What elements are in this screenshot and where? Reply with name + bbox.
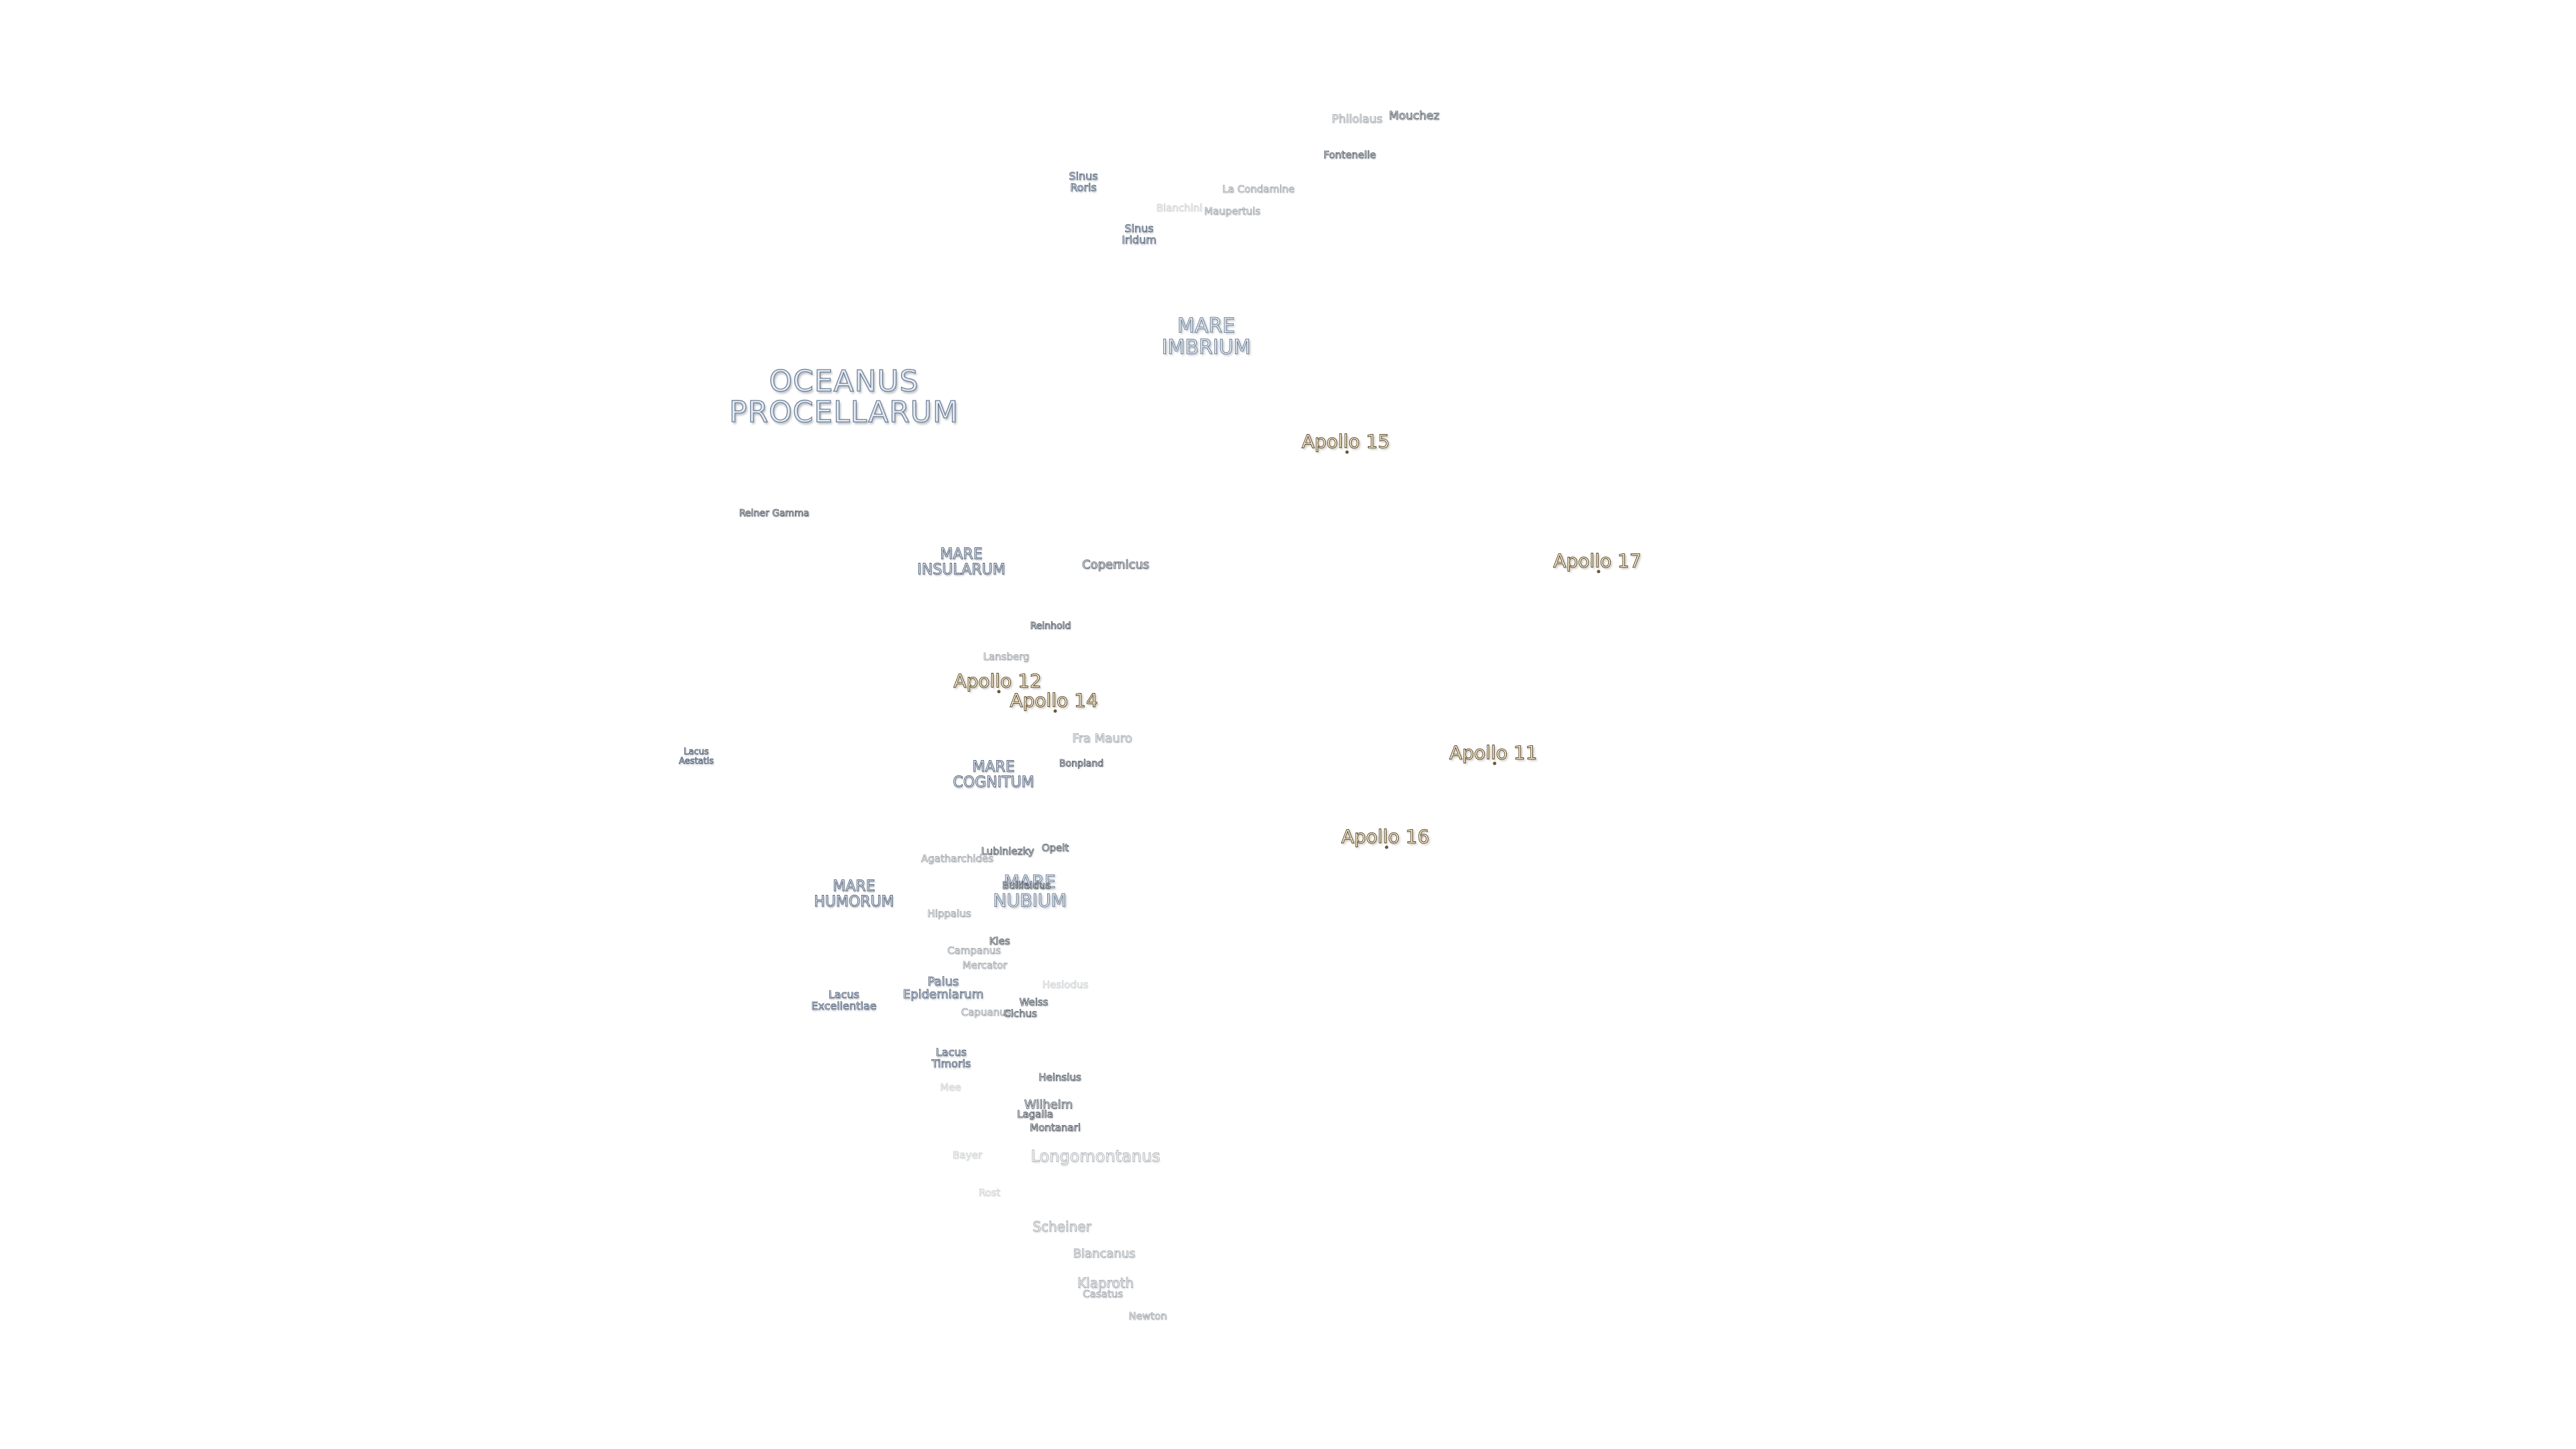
label-hesiodus[interactable]: Hesiodus	[1042, 979, 1089, 991]
label-line: MARE	[1177, 314, 1236, 338]
apollo-15-marker	[1345, 450, 1349, 454]
label-apollo-14[interactable]: Apollo 14	[1010, 689, 1098, 712]
apollo-17-marker	[1597, 570, 1601, 574]
label-opelt[interactable]: Opelt	[1041, 842, 1069, 855]
label-line: MARE	[1004, 871, 1057, 893]
label-reinhold[interactable]: Reinhold	[1030, 621, 1071, 632]
label-line: MARE	[833, 877, 875, 895]
apollo-16-marker	[1385, 845, 1389, 849]
label-line: OCEANUS	[769, 364, 919, 398]
label-sinus-iridum[interactable]: Sinus Iridum	[1122, 223, 1157, 246]
label-line: MARE	[940, 545, 983, 563]
label-blancanus[interactable]: Blancanus	[1073, 1246, 1136, 1261]
label-apollo-11[interactable]: Apollo 11	[1449, 741, 1538, 764]
label-lansberg[interactable]: Lansberg	[983, 651, 1030, 663]
label-line: PROCELLARUM	[729, 395, 959, 429]
label-line: Sinus	[1124, 222, 1154, 235]
label-scheiner[interactable]: Scheiner	[1032, 1218, 1091, 1235]
label-lacus-timoris[interactable]: Lacus Timoris	[931, 1046, 971, 1070]
label-klaproth[interactable]: Klaproth	[1077, 1275, 1134, 1291]
label-line: Epidemiarum	[902, 987, 984, 1002]
label-capuanus[interactable]: Capuanus	[961, 1006, 1012, 1019]
label-lacus-excellentiae[interactable]: Lacus Excellentiae	[811, 988, 877, 1012]
label-rost[interactable]: Rost	[978, 1187, 1001, 1199]
label-newton[interactable]: Newton	[1128, 1310, 1167, 1323]
label-copernicus[interactable]: Copernicus	[1081, 557, 1150, 572]
label-line: Excellentiae	[811, 1000, 877, 1012]
label-kies[interactable]: Kies	[989, 935, 1010, 948]
label-line: MARE	[972, 758, 1015, 775]
label-lubiniezky[interactable]: Lubiniezky	[981, 845, 1034, 858]
label-mare-nubium[interactable]: MARE NUBIUM	[993, 871, 1067, 912]
label-campanus[interactable]: Campanus	[947, 945, 1002, 957]
label-line: NUBIUM	[993, 891, 1067, 912]
label-fontenelle[interactable]: Fontenelle	[1323, 149, 1377, 162]
label-line: Iridum	[1122, 233, 1157, 246]
label-oceanus-procellarum[interactable]: OCEANUS PROCELLARUM	[729, 364, 959, 429]
label-line: INSULARUM	[917, 561, 1006, 578]
label-apollo-12[interactable]: Apollo 12	[953, 669, 1042, 692]
label-line: IMBRIUM	[1161, 335, 1251, 359]
label-line: Lacus	[684, 747, 709, 757]
label-mouchez[interactable]: Mouchez	[1389, 109, 1440, 123]
label-lagalla[interactable]: Lagalla	[1017, 1108, 1054, 1121]
label-lacus-aestatis[interactable]: Lacus Aestatis	[679, 747, 714, 766]
label-bianchini[interactable]: Bianchini	[1156, 202, 1203, 215]
label-mercator[interactable]: Mercator	[962, 959, 1008, 972]
label-palus-epidemiarum[interactable]: Palus Epidemiarum	[902, 975, 984, 1002]
label-heinsius[interactable]: Heinsius	[1038, 1071, 1081, 1084]
label-line: Sinus	[1069, 170, 1098, 183]
label-hippalus[interactable]: Hippalus	[927, 908, 971, 920]
label-reiner-gamma[interactable]: Reiner Gamma	[739, 508, 810, 519]
label-cichus[interactable]: Cichus	[1004, 1008, 1038, 1020]
label-apollo-15[interactable]: Apollo 15	[1301, 430, 1390, 453]
label-wilhelm[interactable]: Wilhelm	[1024, 1097, 1073, 1112]
label-line: COGNITUM	[953, 774, 1034, 791]
label-apollo-16[interactable]: Apollo 16	[1341, 825, 1430, 848]
label-weiss[interactable]: Weiss	[1019, 996, 1049, 1009]
label-philolaus[interactable]: Philolaus	[1332, 113, 1383, 127]
label-line: Roris	[1070, 181, 1097, 194]
label-mare-imbrium[interactable]: MARE IMBRIUM	[1161, 314, 1251, 359]
apollo-14-marker	[1053, 709, 1057, 713]
label-agatharchides[interactable]: Agatharchides	[921, 853, 994, 865]
label-mee[interactable]: Mee	[940, 1081, 961, 1094]
label-mare-insularum[interactable]: MARE INSULARUM	[917, 545, 1006, 578]
label-casatus[interactable]: Casatus	[1083, 1288, 1124, 1301]
label-fra-mauro[interactable]: Fra Mauro	[1072, 731, 1132, 746]
label-longomontanus[interactable]: Longomontanus	[1030, 1146, 1161, 1166]
label-line: Timoris	[931, 1057, 971, 1070]
label-bayer[interactable]: Bayer	[953, 1149, 983, 1162]
label-line: Lacus	[936, 1046, 967, 1059]
label-line: Palus	[927, 975, 959, 989]
label-line: HUMORUM	[814, 894, 894, 910]
label-apollo-17[interactable]: Apollo 17	[1553, 549, 1642, 572]
apollo-12-marker	[997, 690, 1001, 694]
label-line: Lacus	[828, 988, 860, 1002]
label-bullialdus[interactable]: Bullialdus	[1002, 879, 1051, 892]
label-mare-cognitum[interactable]: MARE COGNITUM	[953, 759, 1034, 790]
label-maupertuis[interactable]: Maupertuis	[1204, 205, 1261, 218]
apollo-11-marker	[1493, 761, 1497, 765]
label-sinus-roris[interactable]: Sinus Roris	[1069, 170, 1098, 194]
label-mare-humorum[interactable]: MARE HUMORUM	[814, 877, 894, 910]
label-la-condamine[interactable]: La Condamine	[1222, 183, 1295, 196]
label-line: Aestatis	[679, 756, 714, 766]
label-bonpland[interactable]: Bonpland	[1059, 758, 1104, 769]
label-montanari[interactable]: Montanari	[1030, 1122, 1081, 1134]
